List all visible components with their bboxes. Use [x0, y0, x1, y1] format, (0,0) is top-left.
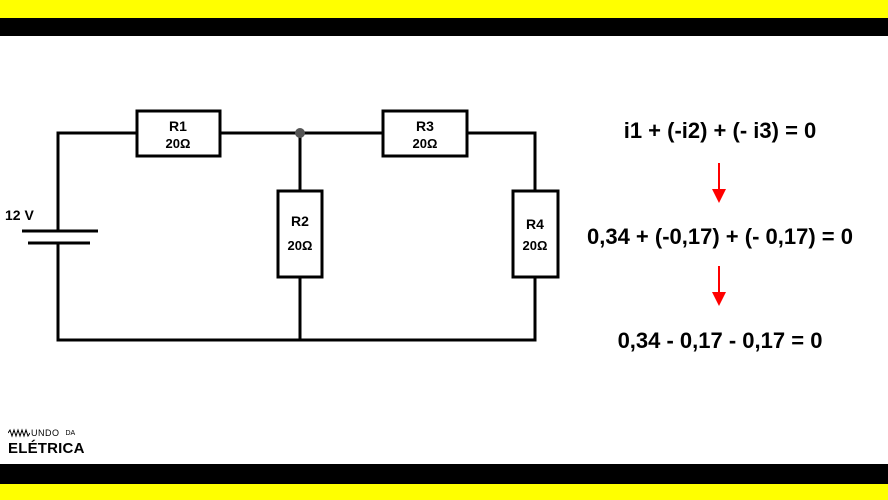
arrow-down-icon	[712, 266, 726, 306]
arrow-down-icon	[712, 163, 726, 203]
equation-line-2: 0,34 + (-0,17) + (- 0,17) = 0	[587, 224, 853, 249]
resistor-r1: R1 20Ω	[135, 109, 222, 158]
resistor-r2-name: R2	[291, 213, 309, 229]
resistor-r4: R4 20Ω	[511, 189, 560, 279]
mundo-da-eletrica-logo: UNDO DA ELÉTRICA	[8, 426, 118, 462]
battery-label: 12 V	[5, 207, 34, 223]
equation-line-3: 0,34 - 0,17 - 0,17 = 0	[617, 328, 823, 353]
bottom-yellow-band	[0, 484, 888, 500]
resistor-r1-name: R1	[169, 118, 187, 134]
logo-top-row: UNDO DA	[8, 426, 75, 440]
equation-line-1: i1 + (-i2) + (- i3) = 0	[623, 118, 817, 143]
resistor-r3-value: 20Ω	[413, 136, 438, 151]
top-yellow-band	[0, 0, 888, 18]
junction-node	[295, 128, 305, 138]
resistor-r4-name: R4	[526, 216, 544, 232]
logo-word-undo: UNDO	[31, 428, 60, 438]
resistor-r3: R3 20Ω	[381, 109, 469, 158]
resistor-r2-value: 20Ω	[288, 238, 313, 253]
logo-word-eletrica: ELÉTRICA	[8, 440, 85, 457]
bottom-black-band	[0, 464, 888, 484]
waveform-icon	[8, 428, 30, 438]
resistor-r3-name: R3	[416, 118, 434, 134]
resistor-r2: R2 20Ω	[276, 189, 324, 279]
battery-symbol	[22, 229, 98, 245]
resistor-r4-value: 20Ω	[523, 238, 548, 253]
top-black-band	[0, 18, 888, 36]
logo-word-da: DA	[65, 429, 76, 437]
resistor-r1-value: 20Ω	[166, 136, 191, 151]
